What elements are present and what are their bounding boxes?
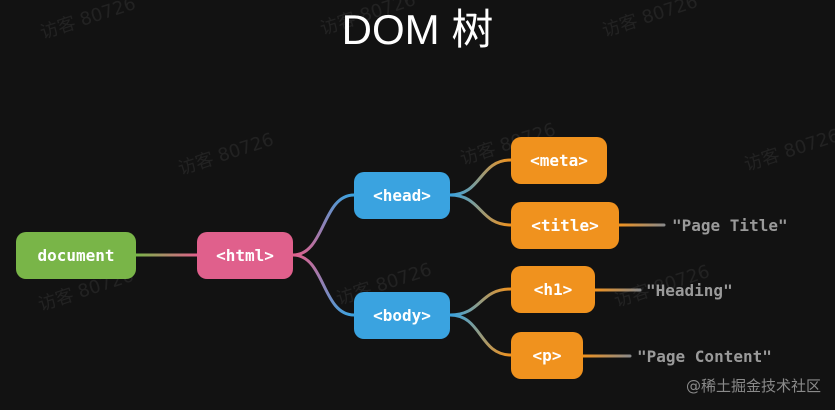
- node-document-label: document: [37, 246, 115, 265]
- node-meta: <meta>: [511, 137, 607, 184]
- edge-body-p: [448, 313, 513, 357]
- node-meta-label: <meta>: [530, 151, 588, 170]
- edge-head-meta: [448, 158, 513, 197]
- node-html: <html>: [197, 232, 293, 279]
- edge-html-head: [291, 193, 356, 257]
- text-node-page-title: "Page Title": [672, 216, 788, 235]
- node-p: <p>: [511, 332, 583, 379]
- node-head-label: <head>: [373, 186, 431, 205]
- node-body: <body>: [354, 292, 450, 339]
- text-node-heading: "Heading": [646, 281, 733, 300]
- node-p-label: <p>: [532, 346, 562, 365]
- edge-head-title: [448, 193, 513, 227]
- node-title: <title>: [511, 202, 619, 249]
- node-head: <head>: [354, 172, 450, 219]
- edge-html-body: [291, 253, 356, 317]
- text-node-page-content: "Page Content": [637, 347, 772, 366]
- node-h1: <h1>: [511, 266, 595, 313]
- diagram-title: DOM 树: [341, 6, 494, 53]
- node-body-label: <body>: [373, 306, 431, 325]
- node-title-label: <title>: [531, 216, 599, 235]
- node-html-label: <html>: [216, 246, 274, 265]
- brand-watermark: @稀土掘金技术社区: [685, 377, 821, 395]
- node-h1-label: <h1>: [533, 280, 573, 299]
- node-document: document: [16, 232, 136, 279]
- edge-body-h1: [448, 287, 513, 317]
